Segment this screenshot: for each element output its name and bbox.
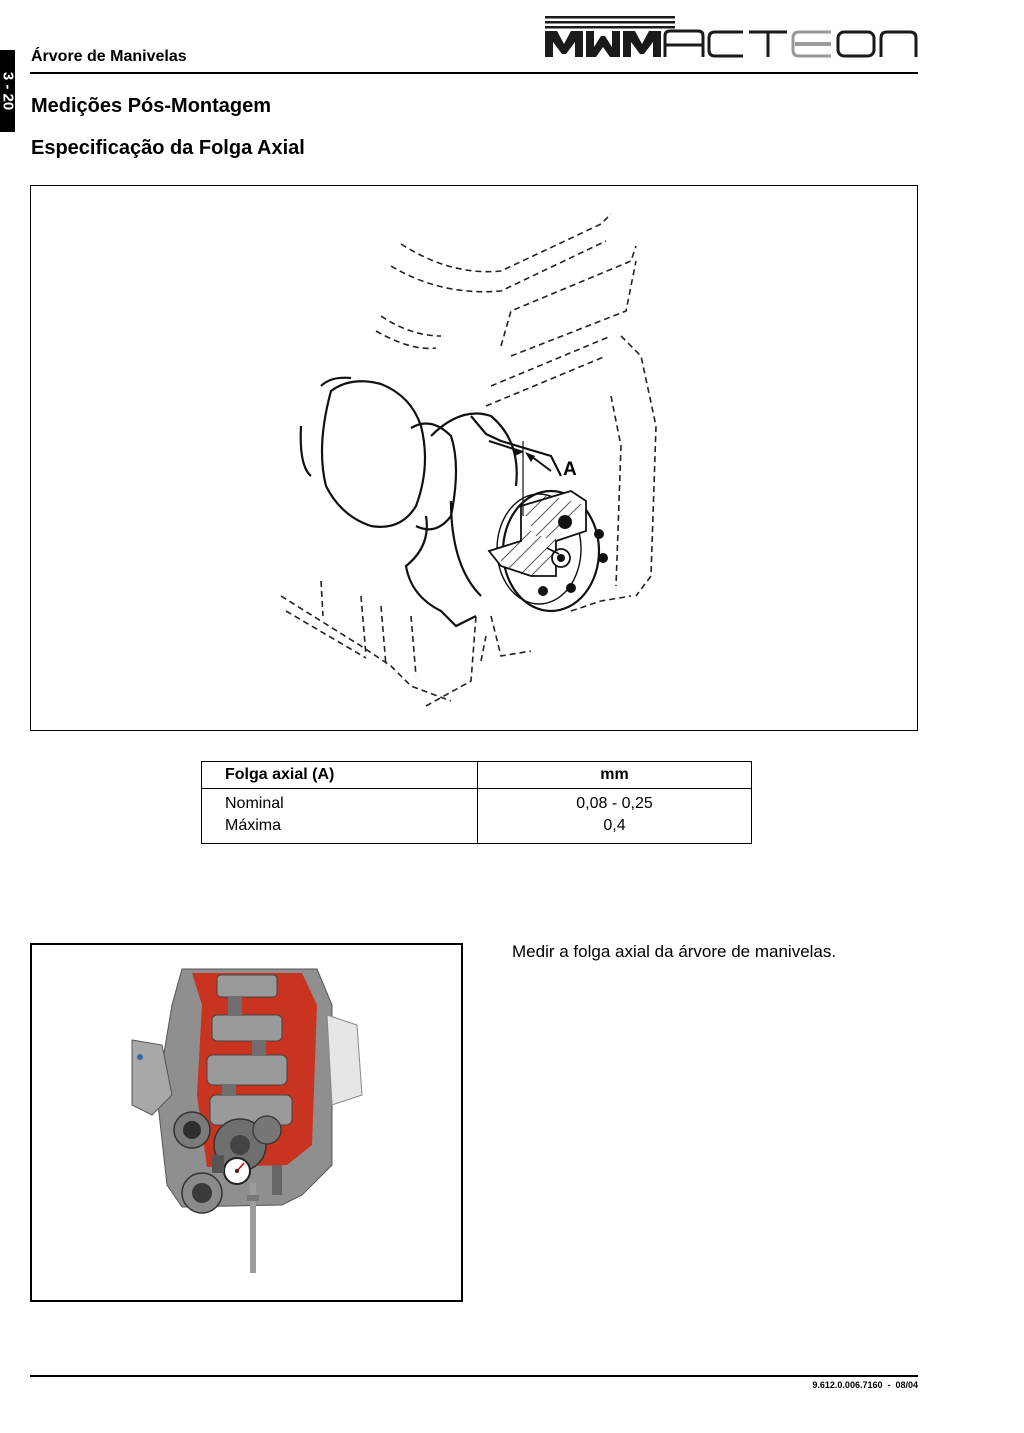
page-heading: Medições Pós-Montagem <box>31 95 272 117</box>
mwm-acteon-logo <box>545 16 918 58</box>
document-code: 9.612.0.006.7160 - 08/04 <box>812 1380 918 1390</box>
header-axial-play: Folga axial (A) <box>201 761 478 789</box>
chapter-tab: 3 - 20 <box>0 50 15 132</box>
axial-play-spec-table: Folga axial (A) mm Nominal 0,08 - 0,25 M… <box>201 761 752 844</box>
table-header-row: Folga axial (A) mm <box>201 761 752 789</box>
header-rule <box>30 72 918 74</box>
page-subheading: Especificação da Folga Axial <box>31 137 305 159</box>
row-label-maximum: Máxima <box>201 815 478 844</box>
callout-a: A <box>563 459 577 480</box>
chapter-tab-label: 3 - 20 <box>0 72 15 111</box>
row-value-maximum: 0,4 <box>477 815 752 844</box>
engine-photo <box>30 943 463 1302</box>
section-title: Árvore de Manivelas <box>31 48 187 65</box>
row-label-nominal: Nominal <box>201 788 478 815</box>
row-value-nominal: 0,08 - 0,25 <box>477 788 752 815</box>
crankshaft-axial-play-icon <box>280 213 657 707</box>
table-row: Máxima 0,4 <box>201 815 752 844</box>
header-unit: mm <box>477 761 752 789</box>
engine-block-dial-indicator-icon <box>131 968 363 1273</box>
instruction-text: Medir a folga axial da árvore de manivel… <box>512 942 837 961</box>
table-row: Nominal 0,08 - 0,25 <box>201 788 752 815</box>
footer-rule <box>30 1375 918 1377</box>
crankshaft-figure: A <box>30 185 918 731</box>
